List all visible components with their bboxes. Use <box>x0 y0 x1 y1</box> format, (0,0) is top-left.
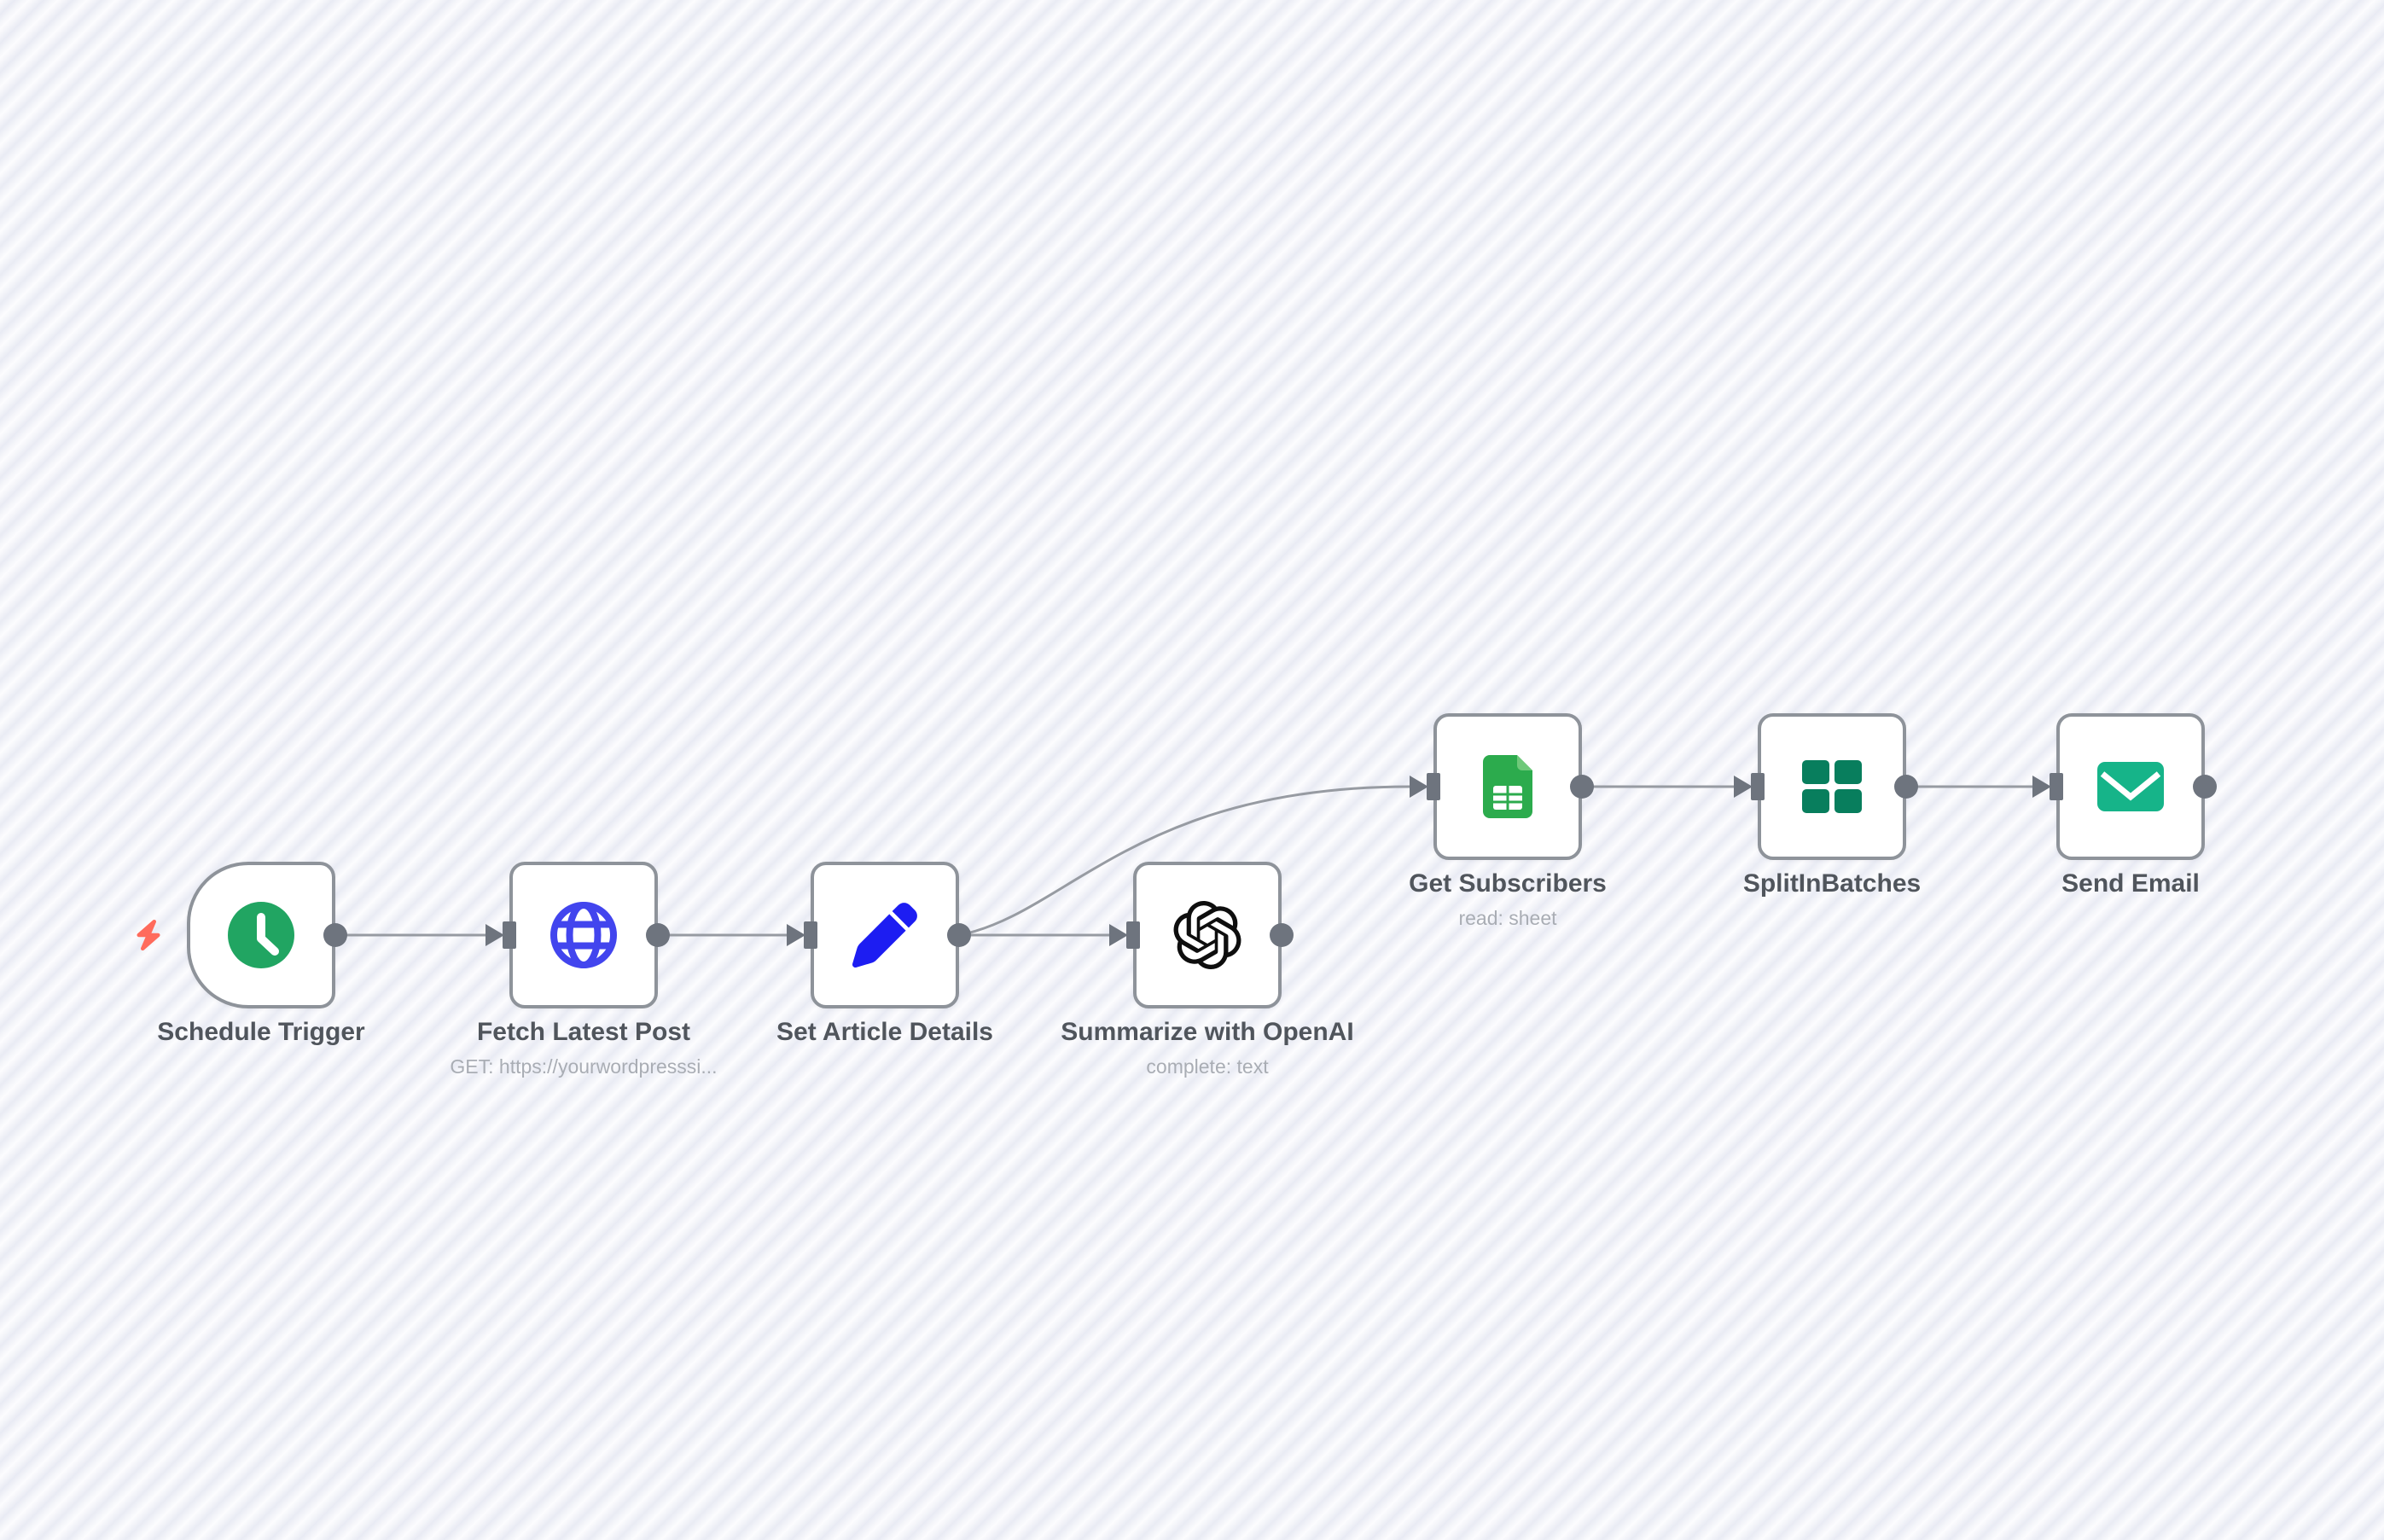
node-splitinbatches[interactable] <box>1758 713 1906 860</box>
node-send-email[interactable] <box>2056 713 2205 860</box>
node-subtitle: complete: text <box>1146 1055 1269 1078</box>
openai-icon <box>1173 901 1241 969</box>
lightning-bolt-icon <box>137 920 160 950</box>
split-grid-icon <box>1802 760 1862 813</box>
node-label: Get Subscribers <box>1409 869 1607 898</box>
node-get-subscribers[interactable] <box>1433 713 1582 860</box>
globe-icon <box>550 902 617 968</box>
connection-set-to-subscribers[interactable] <box>958 785 1410 937</box>
pencil-icon <box>852 903 917 968</box>
node-subtitle: read: sheet <box>1458 907 1557 929</box>
node-label: Summarize with OpenAI <box>1061 1018 1354 1046</box>
node-summarize-with-openai[interactable] <box>1133 862 1282 1008</box>
node-set-article-details[interactable] <box>811 862 959 1008</box>
node-subtitle: GET: https://yourwordpresssi... <box>450 1055 718 1078</box>
clock-icon <box>228 902 294 968</box>
node-label: Schedule Trigger <box>157 1018 365 1046</box>
google-sheets-icon <box>1483 755 1532 818</box>
node-label: Send Email <box>2061 869 2200 898</box>
node-label: Fetch Latest Post <box>476 1018 691 1046</box>
envelope-icon <box>2097 762 2164 811</box>
node-fetch-latest-post[interactable] <box>509 862 658 1008</box>
node-label: Set Article Details <box>776 1018 993 1046</box>
node-schedule-trigger[interactable] <box>187 862 335 1008</box>
node-label: SplitInBatches <box>1742 869 1922 898</box>
